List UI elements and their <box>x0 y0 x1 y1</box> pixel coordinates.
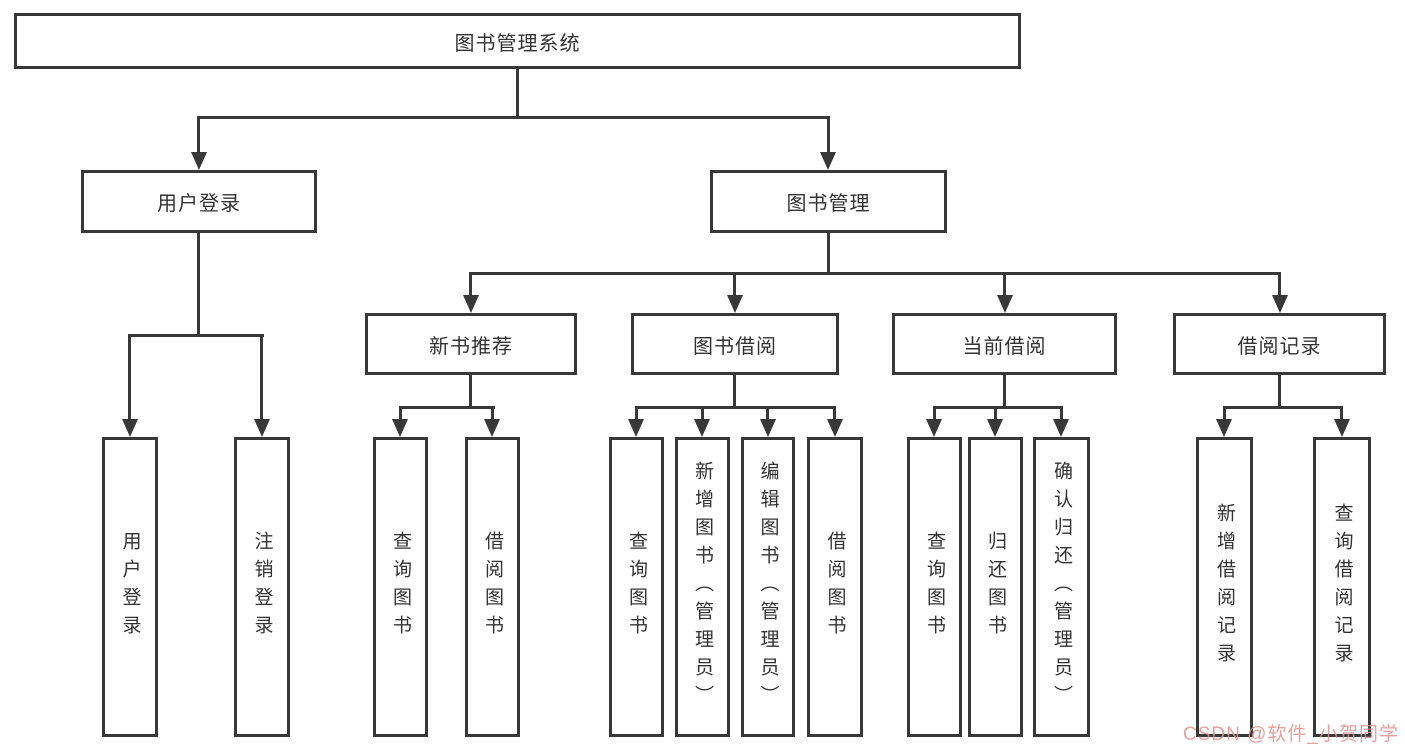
connector-line <box>766 406 769 421</box>
arrow-down-icon <box>1272 295 1288 313</box>
leaf-current-return-label: 归还图书 <box>985 531 1006 643</box>
arrow-down-icon <box>987 419 1003 437</box>
node-new-books: 新书推荐 <box>365 313 577 375</box>
leaf-current-query-label: 查询图书 <box>924 531 945 643</box>
connector-line <box>701 406 704 421</box>
arrow-down-icon <box>484 419 500 437</box>
arrow-down-icon <box>463 295 479 313</box>
node-current-borrow-label: 当前借阅 <box>962 335 1047 358</box>
leaf-borrow-edit-label: 编辑图书（管理员） <box>757 461 779 713</box>
node-user-login: 用户登录 <box>81 170 317 233</box>
node-book-mgmt: 图书管理 <box>710 170 947 233</box>
connector-line <box>128 334 264 337</box>
connector-line <box>197 116 830 119</box>
arrow-down-icon <box>1216 419 1232 437</box>
leaf-current-confirm: 确认归还（管理员） <box>1033 437 1090 737</box>
arrow-down-icon <box>1053 419 1069 437</box>
connector-line <box>733 272 736 297</box>
arrow-down-icon <box>760 419 776 437</box>
connector-line <box>399 406 402 421</box>
node-book-mgmt-label: 图书管理 <box>786 193 871 215</box>
connector-line <box>1340 406 1343 421</box>
arrow-down-icon <box>997 295 1013 313</box>
arrow-down-icon <box>1334 419 1350 437</box>
arrow-down-icon <box>191 152 207 170</box>
csdn-watermark: CSDN @软件_小贺同学 <box>1183 724 1399 745</box>
node-borrow-records-label: 借阅记录 <box>1237 335 1322 358</box>
leaf-new-books-borrow-label: 借阅图书 <box>482 531 503 643</box>
leaf-current-query: 查询图书 <box>907 437 962 737</box>
arrow-down-icon <box>694 419 710 437</box>
node-user-login-label: 用户登录 <box>157 193 241 215</box>
leaf-records-add: 新增借阅记录 <box>1196 437 1253 737</box>
node-root: 图书管理系统 <box>14 13 1021 69</box>
connector-line <box>469 272 472 297</box>
leaf-user-login-logout-label: 注销登录 <box>251 531 273 643</box>
connector-line <box>827 116 830 153</box>
connector-line <box>491 406 494 421</box>
leaf-borrow-query: 查询图书 <box>609 437 664 737</box>
node-borrow-records: 借阅记录 <box>1173 313 1386 375</box>
leaf-borrow-borrow: 借阅图书 <box>807 437 863 737</box>
leaf-new-books-query-label: 查询图书 <box>390 531 411 643</box>
connector-line <box>833 406 836 421</box>
connector-line <box>197 233 200 337</box>
leaf-current-return: 归还图书 <box>968 437 1023 737</box>
node-new-books-label: 新书推荐 <box>429 335 513 358</box>
connector-line <box>1223 406 1226 421</box>
arrow-down-icon <box>628 419 644 437</box>
connector-line <box>933 406 1063 409</box>
leaf-borrow-add: 新增图书（管理员） <box>675 437 730 737</box>
arrow-down-icon <box>254 419 270 437</box>
arrow-down-icon <box>926 419 942 437</box>
leaf-borrow-edit: 编辑图书（管理员） <box>741 437 795 737</box>
arrow-down-icon <box>827 419 843 437</box>
leaf-records-query: 查询借阅记录 <box>1313 437 1371 737</box>
leaf-user-login-login: 用户登录 <box>102 437 158 737</box>
connector-line <box>635 406 836 409</box>
node-root-label: 图书管理系统 <box>454 32 581 55</box>
leaf-current-confirm-label: 确认归还（管理员） <box>1051 461 1072 713</box>
arrow-down-icon <box>122 419 138 437</box>
connector-line <box>827 233 830 275</box>
connector-line <box>516 69 519 119</box>
connector-line <box>197 116 200 153</box>
connector-line <box>1003 375 1006 409</box>
connector-line <box>399 406 495 409</box>
leaf-borrow-borrow-label: 借阅图书 <box>824 531 846 643</box>
leaf-records-query-label: 查询借阅记录 <box>1331 503 1353 671</box>
connector-line <box>1223 406 1343 409</box>
connector-line <box>469 375 472 409</box>
leaf-user-login-logout: 注销登录 <box>234 437 290 737</box>
arrow-down-icon <box>727 295 743 313</box>
arrow-down-icon <box>392 419 408 437</box>
connector-line <box>635 406 638 421</box>
node-book-borrow: 图书借阅 <box>631 313 839 375</box>
connector-line <box>260 334 263 420</box>
leaf-borrow-query-label: 查询图书 <box>626 531 647 643</box>
arrow-down-icon <box>820 152 836 170</box>
connector-line <box>1278 272 1281 297</box>
leaf-user-login-login-label: 用户登录 <box>119 531 141 643</box>
leaf-records-add-label: 新增借阅记录 <box>1214 503 1235 671</box>
leaf-new-books-query: 查询图书 <box>373 437 428 737</box>
node-book-borrow-label: 图书借阅 <box>693 335 777 358</box>
connector-line <box>1003 272 1006 297</box>
node-current-borrow: 当前借阅 <box>892 313 1117 375</box>
connector-line <box>469 272 1281 275</box>
connector-line <box>1278 375 1281 409</box>
connector-line <box>933 406 936 421</box>
connector-line <box>1060 406 1063 421</box>
connector-line <box>128 334 131 420</box>
leaf-borrow-add-label: 新增图书（管理员） <box>692 461 713 713</box>
leaf-new-books-borrow: 借阅图书 <box>465 437 520 737</box>
connector-line <box>733 375 736 409</box>
connector-line <box>994 406 997 421</box>
